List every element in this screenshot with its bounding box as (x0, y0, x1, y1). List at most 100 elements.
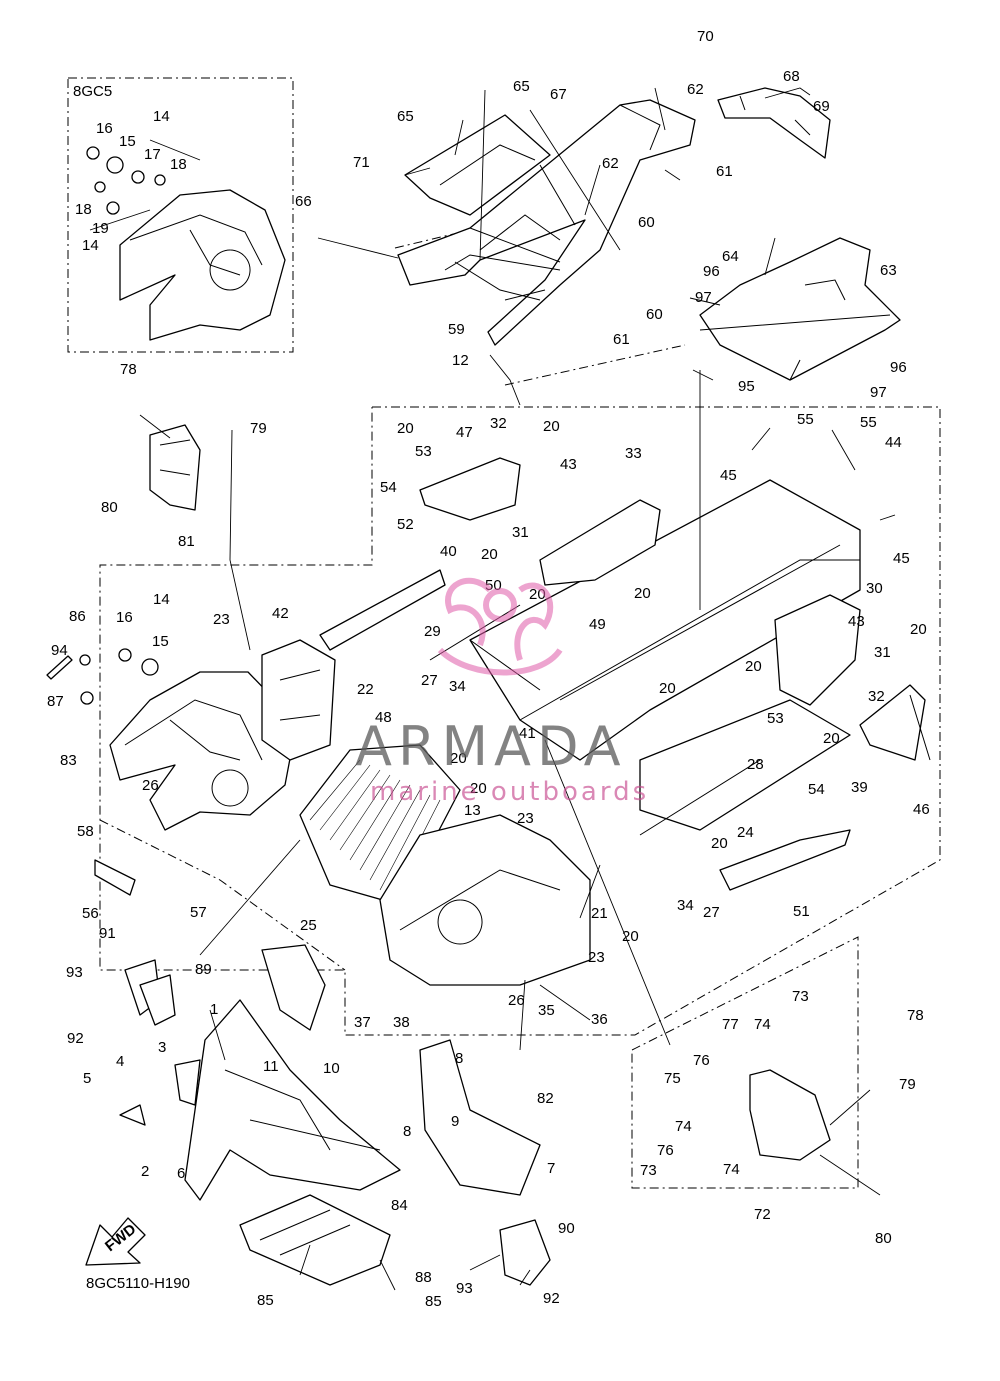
rear-rack (717, 87, 831, 159)
callout-74: 74 (675, 1118, 692, 1135)
callout-54: 54 (380, 479, 397, 496)
callout-60: 60 (646, 306, 663, 323)
callout-20: 20 (622, 928, 639, 945)
callout-54: 54 (808, 781, 825, 798)
callout-53: 53 (415, 443, 432, 460)
callout-78: 78 (120, 361, 137, 378)
callout-27: 27 (703, 904, 720, 921)
callout-73: 73 (792, 988, 809, 1005)
callout-78: 78 (907, 1007, 924, 1024)
callout-73: 73 (640, 1162, 657, 1179)
callout-80: 80 (101, 499, 118, 516)
callout-35: 35 (538, 1002, 555, 1019)
callout-76: 76 (657, 1142, 674, 1159)
callout-61: 61 (613, 331, 630, 348)
callout-63: 63 (880, 262, 897, 279)
callout-89: 89 (195, 961, 212, 978)
callout-87: 87 (47, 693, 64, 710)
watermark: ARMADA marine outboards (355, 577, 646, 807)
callout-37: 37 (354, 1014, 371, 1031)
watermark-brand: ARMADA (355, 715, 627, 778)
callout-93: 93 (66, 964, 83, 981)
callout-41: 41 (519, 725, 536, 742)
callout-70: 70 (697, 28, 714, 45)
callout-19: 19 (92, 220, 109, 237)
callout-83: 83 (60, 752, 77, 769)
callout-31: 31 (512, 524, 529, 541)
callout-74: 74 (754, 1016, 771, 1033)
callout-9: 9 (451, 1113, 459, 1130)
callout-47: 47 (456, 424, 473, 441)
callout-36: 36 (591, 1011, 608, 1028)
leader-lines (89, 87, 896, 1291)
callout-23: 23 (213, 611, 230, 628)
callout-51: 51 (793, 903, 810, 920)
callout-32: 32 (490, 415, 507, 432)
callout-79: 79 (899, 1076, 916, 1093)
callout-67: 67 (550, 86, 567, 103)
callout-96: 96 (890, 359, 907, 376)
callout-27: 27 (421, 672, 438, 689)
callout-14: 14 (153, 591, 170, 608)
callout-26: 26 (508, 992, 525, 1009)
callout-85: 85 (257, 1292, 274, 1309)
callout-94: 94 (51, 642, 68, 659)
callout-82: 82 (537, 1090, 554, 1107)
callout-76: 76 (693, 1052, 710, 1069)
callout-18: 18 (75, 201, 92, 218)
callout-97: 97 (695, 289, 712, 306)
callout-20: 20 (659, 680, 676, 697)
group-code: 8GC5 (73, 83, 112, 100)
callout-49: 49 (589, 616, 606, 633)
callout-39: 39 (851, 779, 868, 796)
callout-88: 88 (415, 1269, 432, 1286)
callout-16: 16 (96, 120, 113, 137)
callout-32: 32 (868, 688, 885, 705)
callout-77: 77 (722, 1016, 739, 1033)
callout-53: 53 (767, 710, 784, 727)
callout-65: 65 (397, 108, 414, 125)
rear-side-bracket (774, 594, 861, 706)
callout-7: 7 (547, 1160, 555, 1177)
callout-20: 20 (823, 730, 840, 747)
main-gear-case (46, 648, 293, 831)
seat-frame-assembly (397, 99, 696, 346)
callout-93: 93 (456, 1280, 473, 1297)
callout-28: 28 (747, 756, 764, 773)
callout-23: 23 (588, 949, 605, 966)
callout-92: 92 (543, 1290, 560, 1307)
callout-22: 22 (357, 681, 374, 698)
side-panel-left (319, 569, 446, 651)
callout-79: 79 (250, 420, 267, 437)
callout-8: 8 (403, 1123, 411, 1140)
seat-base-plate (404, 114, 551, 216)
callout-48: 48 (375, 709, 392, 726)
callout-17: 17 (144, 146, 161, 163)
callout-24: 24 (737, 824, 754, 841)
callout-71: 71 (353, 154, 370, 171)
callout-43: 43 (560, 456, 577, 473)
callout-58: 58 (77, 823, 94, 840)
callout-60: 60 (638, 214, 655, 231)
figure-code: 8GC5110-H190 (86, 1275, 190, 1292)
callout-85: 85 (425, 1293, 442, 1310)
callout-40: 40 (440, 543, 457, 560)
callout-20: 20 (450, 750, 467, 767)
step-plate-right (859, 684, 926, 761)
callout-55: 55 (860, 414, 877, 431)
callout-69: 69 (813, 98, 830, 115)
callout-18: 18 (170, 156, 187, 173)
chain-case-cover (149, 424, 201, 511)
front-skid-plate (239, 1194, 391, 1286)
callout-45: 45 (720, 467, 737, 484)
callout-65: 65 (513, 78, 530, 95)
callout-11: 11 (263, 1058, 279, 1075)
callout-2: 2 (141, 1163, 149, 1180)
callout-1: 1 (210, 1001, 218, 1018)
callout-68: 68 (783, 68, 800, 85)
callout-91: 91 (99, 925, 116, 942)
front-bracket (261, 944, 326, 1031)
front-shock-mount (419, 1039, 541, 1196)
callout-95: 95 (738, 378, 755, 395)
